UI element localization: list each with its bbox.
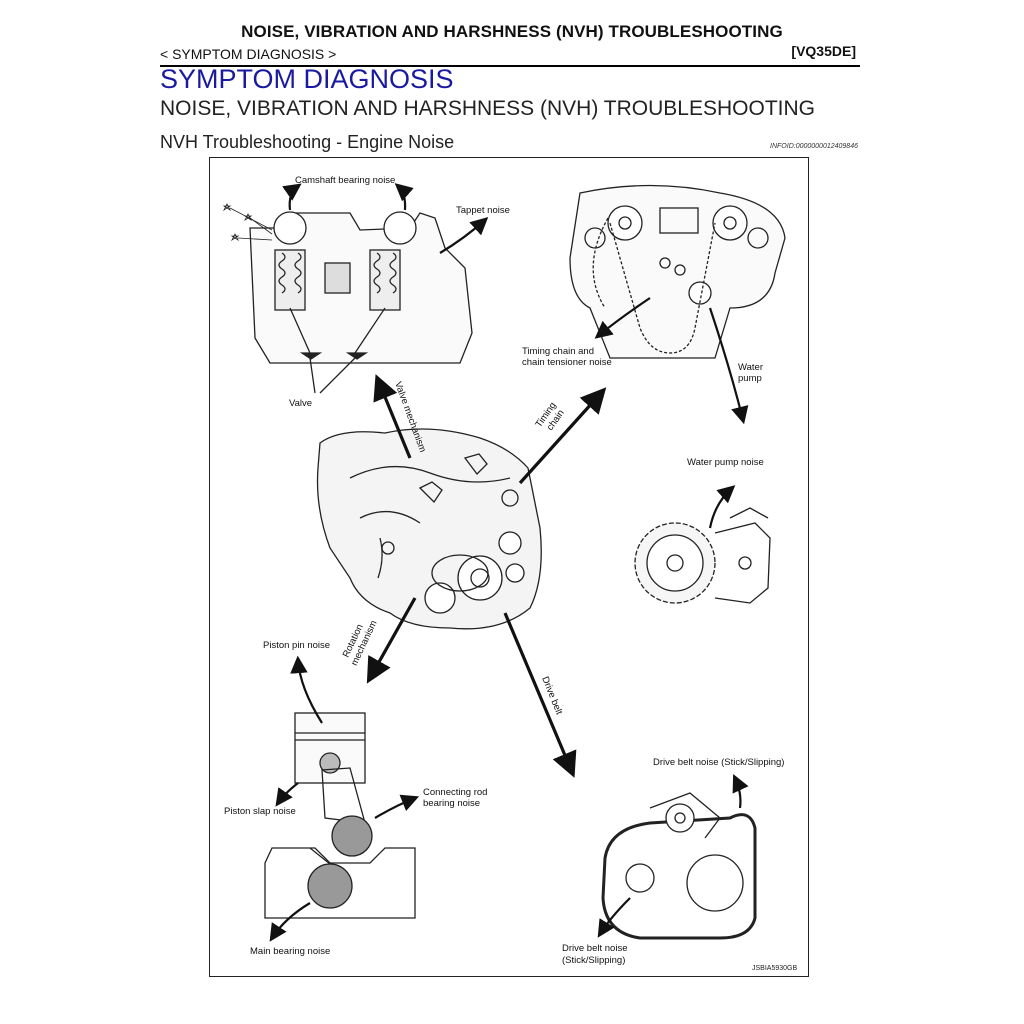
page-header-title: NOISE, VIBRATION AND HARSHNESS (NVH) TRO… xyxy=(241,22,783,41)
timing-noise-arrows xyxy=(594,297,749,425)
label-valve: Valve xyxy=(289,398,312,409)
label-piston-slap-noise: Piston slap noise xyxy=(224,806,296,817)
label-drive-belt-noise-bottom-1: Drive belt noise xyxy=(562,943,627,954)
label-connecting-rod-2: bearing noise xyxy=(423,798,480,809)
subsection-title: NOISE, VIBRATION AND HARSHNESS (NVH) TRO… xyxy=(160,97,815,120)
info-id: INFOID:0000000012409846 xyxy=(770,143,858,150)
label-rotation-mechanism: Rotation mechanism xyxy=(341,619,380,668)
section-title: SYMPTOM DIAGNOSIS xyxy=(160,64,454,94)
label-timing-chain-noise-1: Timing chain and xyxy=(522,346,594,357)
cylinder-head-illustration xyxy=(249,211,473,394)
label-timing-chain: Timing chain xyxy=(533,400,566,432)
label-drive-belt-noise-bottom-2: (Stick/Slipping) xyxy=(562,955,625,966)
breadcrumb: < SYMPTOM DIAGNOSIS > xyxy=(160,46,337,62)
piston-illustration xyxy=(264,712,416,919)
label-main-bearing-noise: Main bearing noise xyxy=(250,946,330,957)
engine-code-tag: [VQ35DE] xyxy=(791,43,856,59)
label-tappet-noise: Tappet noise xyxy=(456,205,510,216)
label-timing-chain-noise-2: chain tensioner noise xyxy=(522,357,612,368)
camshaft-stars xyxy=(222,203,273,242)
header-divider xyxy=(160,65,860,67)
valve-noise-arrows xyxy=(282,183,489,254)
label-water-pump-noise: Water pump noise xyxy=(687,457,764,468)
mechanism-arrows xyxy=(366,374,607,778)
label-piston-pin-noise: Piston pin noise xyxy=(263,640,330,651)
figure-frame: Camshaft bearing noise Tappet noise Valv… xyxy=(209,157,809,977)
water-pump-illustration xyxy=(634,507,771,604)
engine-block-illustration xyxy=(316,428,542,630)
drive-belt-illustration xyxy=(601,792,757,940)
figure-code: JSBIA5930GB xyxy=(752,965,797,972)
water-pump-noise-arrow xyxy=(708,485,736,529)
label-camshaft-bearing-noise: Camshaft bearing noise xyxy=(295,175,395,186)
engine-noise-diagram: Camshaft bearing noise Tappet noise Valv… xyxy=(222,175,797,972)
label-water-pump-2: pump xyxy=(738,373,762,384)
drive-belt-noise-arrows xyxy=(597,774,749,938)
label-drive-belt: Drive belt xyxy=(539,675,564,717)
label-connecting-rod-1: Connecting rod xyxy=(423,787,487,798)
label-water-pump-1: Water xyxy=(738,362,763,373)
topic-title: NVH Troubleshooting - Engine Noise xyxy=(160,132,455,152)
label-drive-belt-noise-top: Drive belt noise (Stick/Slipping) xyxy=(653,757,784,768)
piston-noise-arrows xyxy=(269,655,420,942)
svg-text:Drive belt: Drive belt xyxy=(539,675,564,717)
